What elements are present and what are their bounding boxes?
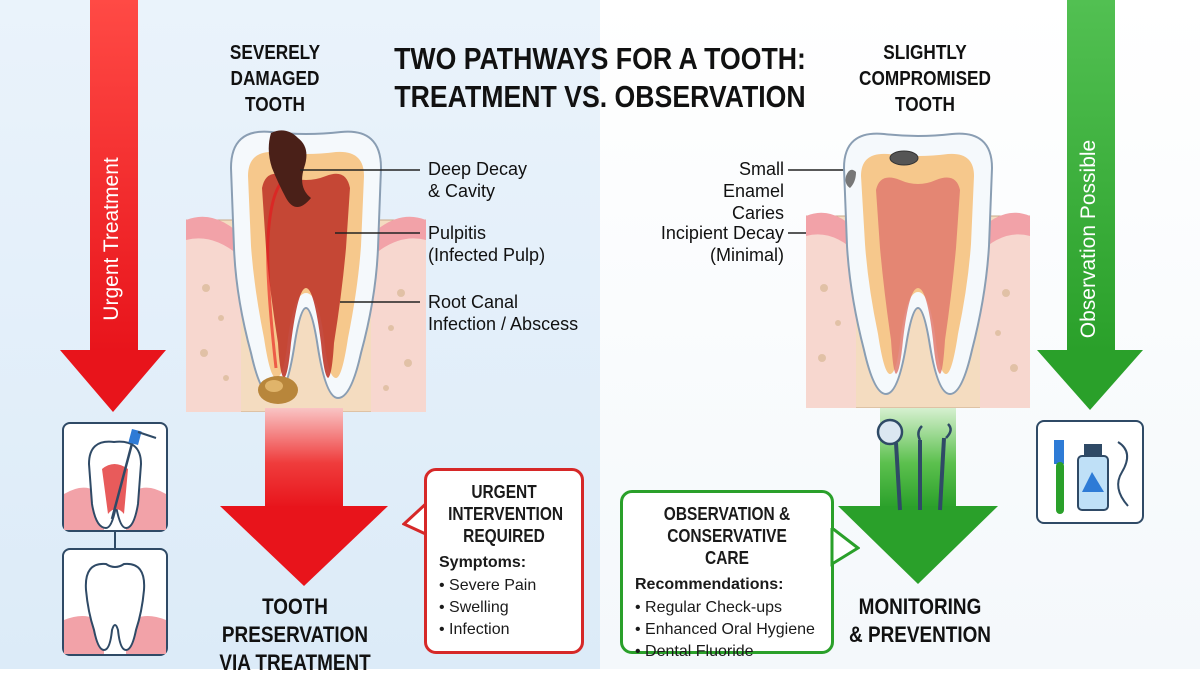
observation-box-pointer (830, 528, 860, 567)
list-item: Severe Pain (439, 575, 569, 597)
left-tooth-heading: SEVERELY DAMAGED TOOTH (229, 42, 321, 116)
toothbrush-icon (1054, 440, 1064, 514)
treatment-outcome-arrow (220, 408, 388, 586)
dental-instruments (876, 418, 952, 511)
dental-scaler-icon (938, 423, 952, 511)
title-line-1: TWO PATHWAYS FOR A TOOTH: (394, 41, 806, 76)
label-pulpitis: Pulpitis (Infected Pulp) (428, 223, 546, 265)
label-small-enamel-caries: Small Enamel Caries (722, 159, 784, 223)
observation-box-heading: OBSERVATION & CONSERVATIVE CARE (663, 504, 791, 568)
dental-probe-icon (917, 425, 923, 510)
label-deep-decay: Deep Decay & Cavity (428, 159, 528, 201)
label-root-canal: Root Canal Infection / Abscess (428, 292, 579, 334)
severely-damaged-tooth-illustration (186, 130, 426, 412)
list-item: Regular Check-ups (635, 597, 819, 619)
left-outcome: TOOTH PRESERVATION VIA TREATMENT (219, 594, 371, 675)
urgent-intervention-box: URGENT INTERVENTION REQUIRED Symptoms: S… (424, 468, 584, 654)
recommendations-list: Regular Check-ups Enhanced Oral Hygiene … (635, 597, 819, 663)
symptoms-list: Severe Pain Swelling Infection (439, 575, 569, 641)
list-item: Enhanced Oral Hygiene (635, 619, 819, 641)
list-item: Swelling (439, 597, 569, 619)
toothpaste-icon (1077, 444, 1109, 511)
list-item: Infection (439, 619, 569, 641)
title-line-2: TREATMENT VS. OBSERVATION (394, 79, 806, 114)
recommendations-heading: Recommendations: (635, 576, 784, 593)
label-incipient-decay: Incipient Decay (Minimal) (660, 223, 784, 265)
list-item: Dental Fluoride (635, 641, 819, 663)
dental-mirror-icon (876, 418, 904, 511)
page-title: TWO PATHWAYS FOR A TOOTH: TREATMENT VS. … (340, 40, 860, 116)
right-outcome: MONITORING & PREVENTION (849, 594, 991, 647)
root-canal-tool-icon (64, 428, 166, 530)
symptoms-heading: Symptoms: (439, 554, 527, 571)
dental-floss-icon (1117, 441, 1129, 507)
urgent-treatment-arrow (60, 0, 166, 412)
preserved-tooth-card (62, 548, 168, 656)
right-tooth-heading: SLIGHTLY COMPROMISED TOOTH (859, 42, 991, 116)
healthy-tooth-icon (64, 562, 166, 654)
root-canal-treatment-card (62, 422, 168, 532)
observation-possible-arrow (1037, 0, 1143, 410)
observation-possible-label: Observation Possible (1077, 139, 1100, 339)
oral-hygiene-card (1036, 420, 1144, 524)
observation-care-box: OBSERVATION & CONSERVATIVE CARE Recommen… (620, 490, 834, 660)
urgent-box-heading: URGENT INTERVENTION REQUIRED (448, 482, 564, 546)
slightly-compromised-tooth-illustration (806, 132, 1030, 408)
